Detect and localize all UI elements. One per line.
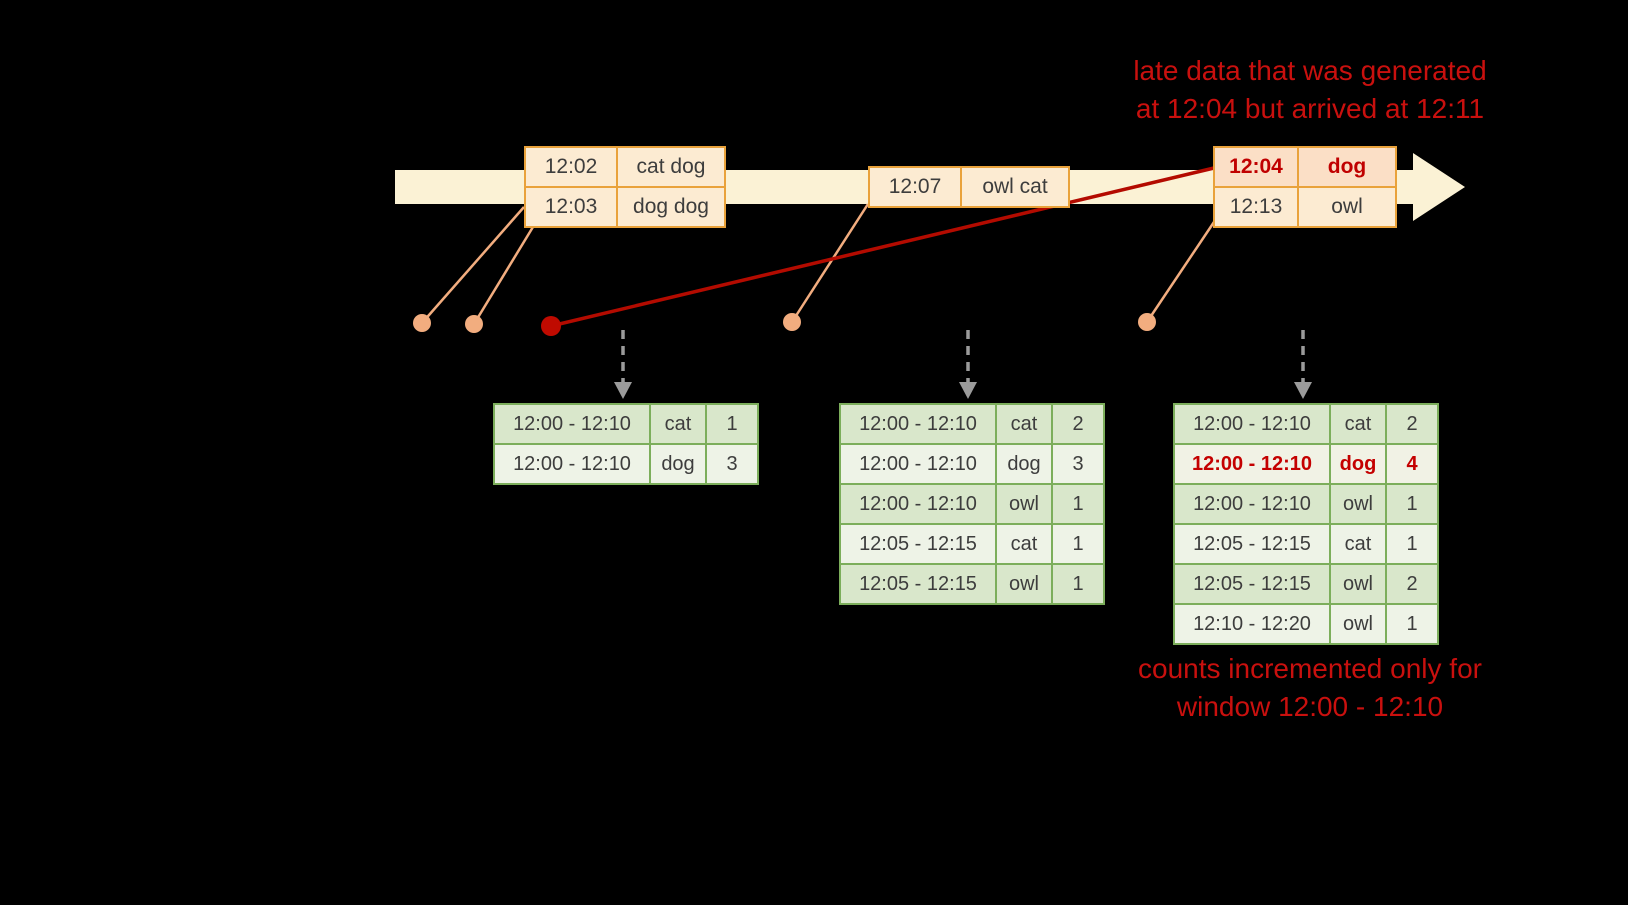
event-table-3: 12:04 dog 12:13 owl [1213,146,1397,228]
event-time: 12:02 [524,146,618,188]
result-row: 12:00 - 12:10 dog 3 [839,443,1105,485]
result-row: 12:05 - 12:15 cat 1 [839,523,1105,565]
word-cell: owl [1329,603,1387,645]
event-words: dog [1297,146,1397,188]
result-row: 12:05 - 12:15 cat 1 [1173,523,1439,565]
event-table-1: 12:02 cat dog 12:03 dog dog [524,146,726,228]
event-dot-icon [413,314,431,332]
trigger-arrowhead-icon [1294,382,1312,399]
event-dot-icon [783,313,801,331]
word-cell: cat [649,403,707,445]
trigger-down-arrow [959,330,977,399]
counts-incremented-note: counts incremented only for window 12:00… [1075,650,1545,725]
word-cell: owl [1329,483,1387,525]
event-row: 12:03 dog dog [524,186,726,228]
word-cell: cat [995,403,1053,445]
result-table-1: 12:00 - 12:10 cat 1 12:00 - 12:10 dog 3 [493,403,759,485]
count-cell: 1 [1051,563,1105,605]
count-cell: 1 [1385,603,1439,645]
event-time: 12:07 [868,166,962,208]
event-dot-icon [1138,313,1156,331]
count-cell: 1 [705,403,759,445]
late-data-note-line1: late data that was generated [1133,55,1487,86]
result-row: 12:05 - 12:15 owl 2 [1173,563,1439,605]
window-cell: 12:00 - 12:10 [1173,483,1331,525]
event-row: 12:13 owl [1213,186,1397,228]
result-row-incremented: 12:00 - 12:10 dog 4 [1173,443,1439,485]
late-data-connector-line [550,166,1215,328]
count-cell: 4 [1385,443,1439,485]
count-cell: 3 [705,443,759,485]
count-cell: 1 [1051,523,1105,565]
word-cell: cat [1329,523,1387,565]
result-row: 12:05 - 12:15 owl 1 [839,563,1105,605]
window-cell: 12:05 - 12:15 [839,523,997,565]
trigger-arrowhead-icon [959,382,977,399]
event-time: 12:13 [1213,186,1299,228]
event-words: owl [1297,186,1397,228]
window-cell: 12:00 - 12:10 [1173,403,1331,445]
result-row: 12:00 - 12:10 cat 2 [1173,403,1439,445]
window-cell: 12:00 - 12:10 [839,403,997,445]
result-row: 12:00 - 12:10 cat 2 [839,403,1105,445]
result-row: 12:00 - 12:10 owl 1 [839,483,1105,525]
result-table-2: 12:00 - 12:10 cat 2 12:00 - 12:10 dog 3 … [839,403,1105,605]
window-cell: 12:00 - 12:10 [839,483,997,525]
word-cell: dog [649,443,707,485]
counts-note-line1: counts incremented only for [1138,653,1482,684]
word-cell: owl [995,483,1053,525]
event-dot-icon [465,315,483,333]
count-cell: 3 [1051,443,1105,485]
timeline-arrowhead-icon [1413,153,1465,221]
late-data-note-line2: at 12:04 but arrived at 12:11 [1135,92,1485,124]
word-cell: owl [1329,563,1387,605]
window-cell: 12:05 - 12:15 [1173,563,1331,605]
word-cell: dog [1329,443,1387,485]
window-cell: 12:05 - 12:15 [839,563,997,605]
event-words: dog dog [616,186,726,228]
count-cell: 1 [1385,523,1439,565]
window-cell: 12:05 - 12:15 [1173,523,1331,565]
trigger-down-arrow [1294,330,1312,399]
window-cell: 12:00 - 12:10 [839,443,997,485]
result-row: 12:10 - 12:20 owl 1 [1173,603,1439,645]
window-cell: 12:10 - 12:20 [1173,603,1331,645]
event-connector-line [1145,221,1216,323]
event-row: 12:07 owl cat [868,166,1070,208]
trigger-down-arrow [614,330,632,399]
event-connector-line [790,203,870,323]
result-table-3: 12:00 - 12:10 cat 2 12:00 - 12:10 dog 4 … [1173,403,1439,645]
late-event-row: 12:04 dog [1213,146,1397,188]
event-connector-line [421,206,525,324]
word-cell: cat [995,523,1053,565]
count-cell: 2 [1385,563,1439,605]
trigger-arrowhead-icon [614,382,632,399]
count-cell: 2 [1051,403,1105,445]
late-event-dot-icon [541,316,561,336]
result-row: 12:00 - 12:10 owl 1 [1173,483,1439,525]
word-cell: dog [995,443,1053,485]
count-cell: 1 [1385,483,1439,525]
counts-note-line2: window 12:00 - 12:10 [1176,690,1444,722]
word-cell: cat [1329,403,1387,445]
event-time: 12:04 [1213,146,1299,188]
event-words: owl cat [960,166,1070,208]
window-cell: 12:00 - 12:10 [493,403,651,445]
count-cell: 1 [1051,483,1105,525]
count-cell: 2 [1385,403,1439,445]
event-connector-line [472,221,538,325]
word-cell: owl [995,563,1053,605]
event-row: 12:02 cat dog [524,146,726,188]
result-row: 12:00 - 12:10 cat 1 [493,403,759,445]
event-time: 12:03 [524,186,618,228]
window-cell: 12:00 - 12:10 [493,443,651,485]
late-data-note: late data that was generated at 12:04 bu… [1075,52,1545,127]
window-cell: 12:00 - 12:10 [1173,443,1331,485]
event-table-2: 12:07 owl cat [868,166,1070,208]
result-row: 12:00 - 12:10 dog 3 [493,443,759,485]
event-words: cat dog [616,146,726,188]
